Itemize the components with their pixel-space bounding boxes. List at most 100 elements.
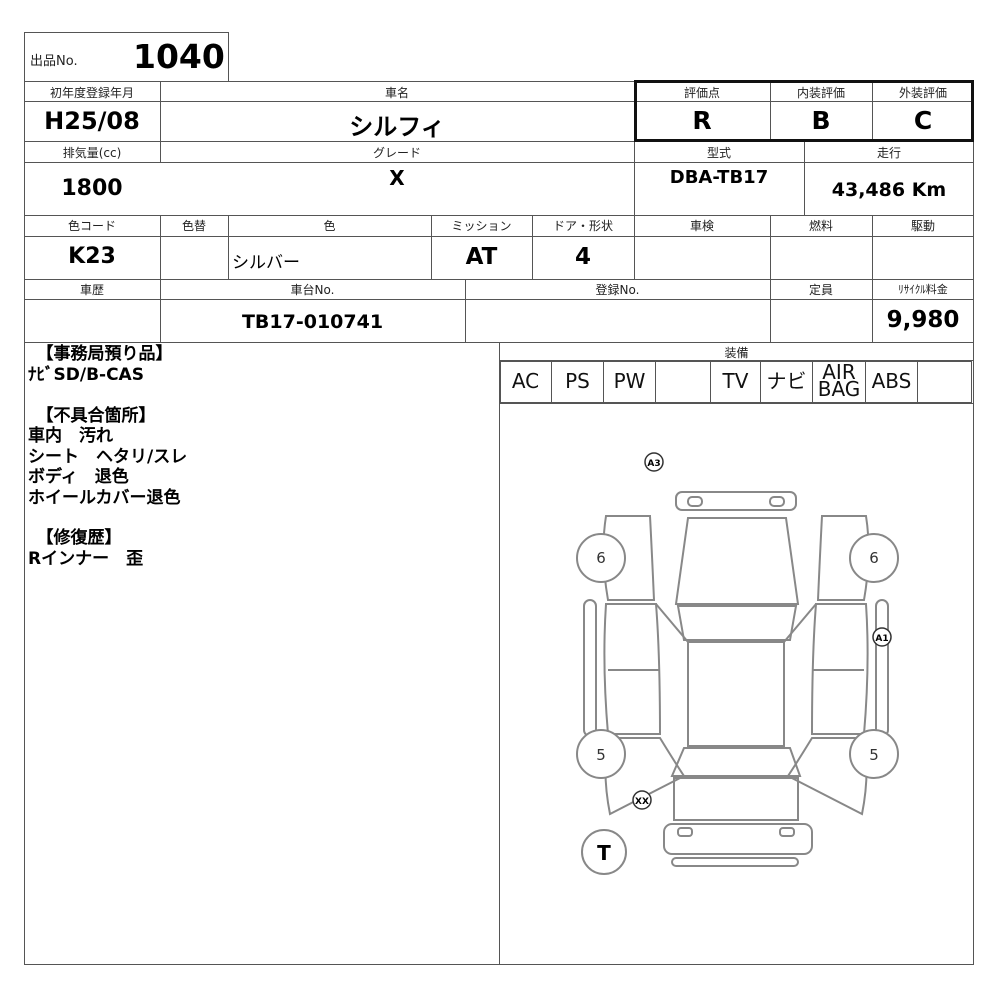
grid-line <box>160 279 161 343</box>
chassis-number: TB17-010741 <box>241 311 384 333</box>
color-name: シルバー <box>232 253 300 273</box>
defect-heading: 【不具合箇所】 <box>28 406 156 426</box>
doors: 4 <box>574 244 591 270</box>
grid-line <box>499 403 974 404</box>
drive-label: 駆動 <box>910 219 935 233</box>
grid-line <box>160 81 161 162</box>
grid-line <box>228 215 229 279</box>
grid-line <box>634 215 635 279</box>
displacement-label: 排気量(cc) <box>62 146 122 160</box>
grid-line <box>872 81 873 142</box>
grid-line <box>24 141 974 142</box>
grid-line <box>160 215 161 279</box>
mark-right-front: 5 <box>869 746 879 764</box>
equipment-label: 装備 <box>724 346 749 360</box>
right-doors <box>810 603 869 735</box>
lot-number-box: 出品No. 1040 <box>24 32 229 82</box>
displacement: 1800 <box>61 176 123 201</box>
grid-line <box>804 141 805 215</box>
right-sill <box>875 599 889 737</box>
equip-empty <box>918 361 972 403</box>
doors-label: ドア・形状 <box>552 219 613 233</box>
left-sill <box>583 599 597 737</box>
interior-label: 内装評価 <box>796 86 845 100</box>
grid-line <box>24 236 974 237</box>
grid-line <box>499 360 974 361</box>
car-name: シルフィ <box>349 113 445 141</box>
grid-line <box>532 215 533 279</box>
roof-shape <box>687 641 785 747</box>
grid-line <box>770 215 771 279</box>
grid-line <box>24 215 974 216</box>
grid-line <box>634 141 635 215</box>
capacity-label: 定員 <box>808 283 833 297</box>
reg-year: H25/08 <box>44 107 140 135</box>
equipment-box <box>500 361 972 403</box>
left-doors <box>603 603 662 735</box>
score-box-outline <box>634 80 974 142</box>
model-label: 型式 <box>706 146 731 160</box>
grid-line <box>770 81 771 142</box>
fuel-label: 燃料 <box>808 219 833 233</box>
defect-items: 車内 汚れ シート ヘタリ/スレ ボディ 退色 ホイールカバー退色 <box>28 426 188 508</box>
mark-right-rear: 6 <box>869 549 879 567</box>
mission-label: ミッション <box>451 219 512 233</box>
interior-grade: B <box>811 106 831 135</box>
mark-front-glass: XX <box>635 797 649 807</box>
registration-label: 登録No. <box>595 283 640 297</box>
grid-line <box>431 215 432 279</box>
equip-ac: AC <box>500 361 552 403</box>
mark-right-side: A1 <box>875 634 888 644</box>
mark-left-front: 5 <box>596 746 606 764</box>
grid-line <box>872 279 873 343</box>
mark-left-rear: 6 <box>596 549 606 567</box>
repair-items: Rインナー 歪 <box>28 549 144 569</box>
grade-label: グレード <box>372 146 421 160</box>
right-rear-wheel <box>849 533 899 583</box>
mileage-label: 走行 <box>876 146 901 160</box>
mileage: 43,486 Km <box>831 179 947 201</box>
grid-line <box>24 101 974 102</box>
lot-number-label: 出品No. <box>30 54 78 69</box>
left-rear-wheel <box>576 533 626 583</box>
grid-line <box>465 279 466 343</box>
trunk-shape <box>674 517 800 605</box>
exterior-grade: C <box>913 106 933 135</box>
color-code: K23 <box>68 244 116 269</box>
grid-line <box>24 279 974 280</box>
mission: AT <box>465 244 498 270</box>
equip-empty <box>656 361 711 403</box>
history-label: 車歴 <box>79 283 104 297</box>
office-heading: 【事務局預り品】 <box>28 344 173 364</box>
front-bumper-shape <box>663 823 813 855</box>
reg-year-label: 初年度登録年月 <box>49 86 134 100</box>
equip-ps: PS <box>552 361 604 403</box>
grade: X <box>389 166 405 190</box>
exterior-label: 外装評価 <box>898 86 947 100</box>
equip-tv: TV <box>711 361 761 403</box>
equip-navi: ナビ <box>761 361 813 403</box>
mark-rear-bumper: A3 <box>647 459 660 469</box>
equip-airbag: AIR BAG <box>813 361 866 403</box>
color-code-label: 色コード <box>67 219 116 233</box>
grid-line <box>24 299 974 300</box>
hood-shape <box>673 777 799 821</box>
lot-number: 1040 <box>133 37 225 76</box>
equip-pw: PW <box>604 361 656 403</box>
car-name-label: 車名 <box>384 86 409 100</box>
mark-tire: T <box>597 841 611 865</box>
repair-heading: 【修復歴】 <box>28 528 122 548</box>
right-front-wheel <box>849 729 899 779</box>
left-front-wheel <box>576 729 626 779</box>
office-items: ﾅﾋﾞSD/B-CAS <box>28 365 144 385</box>
grid-line <box>24 162 974 163</box>
model-code: DBA-TB17 <box>669 167 769 188</box>
color-label: 色 <box>323 219 336 233</box>
inspection-label: 車検 <box>689 219 714 233</box>
grid-line <box>872 215 873 279</box>
section-divider <box>499 342 500 965</box>
recycle-fee: 9,980 <box>886 307 960 333</box>
recycle-label: ﾘｻｲｸﾙ料金 <box>898 283 948 296</box>
score-value: R <box>692 106 712 135</box>
rear-bumper-shape <box>675 491 797 511</box>
